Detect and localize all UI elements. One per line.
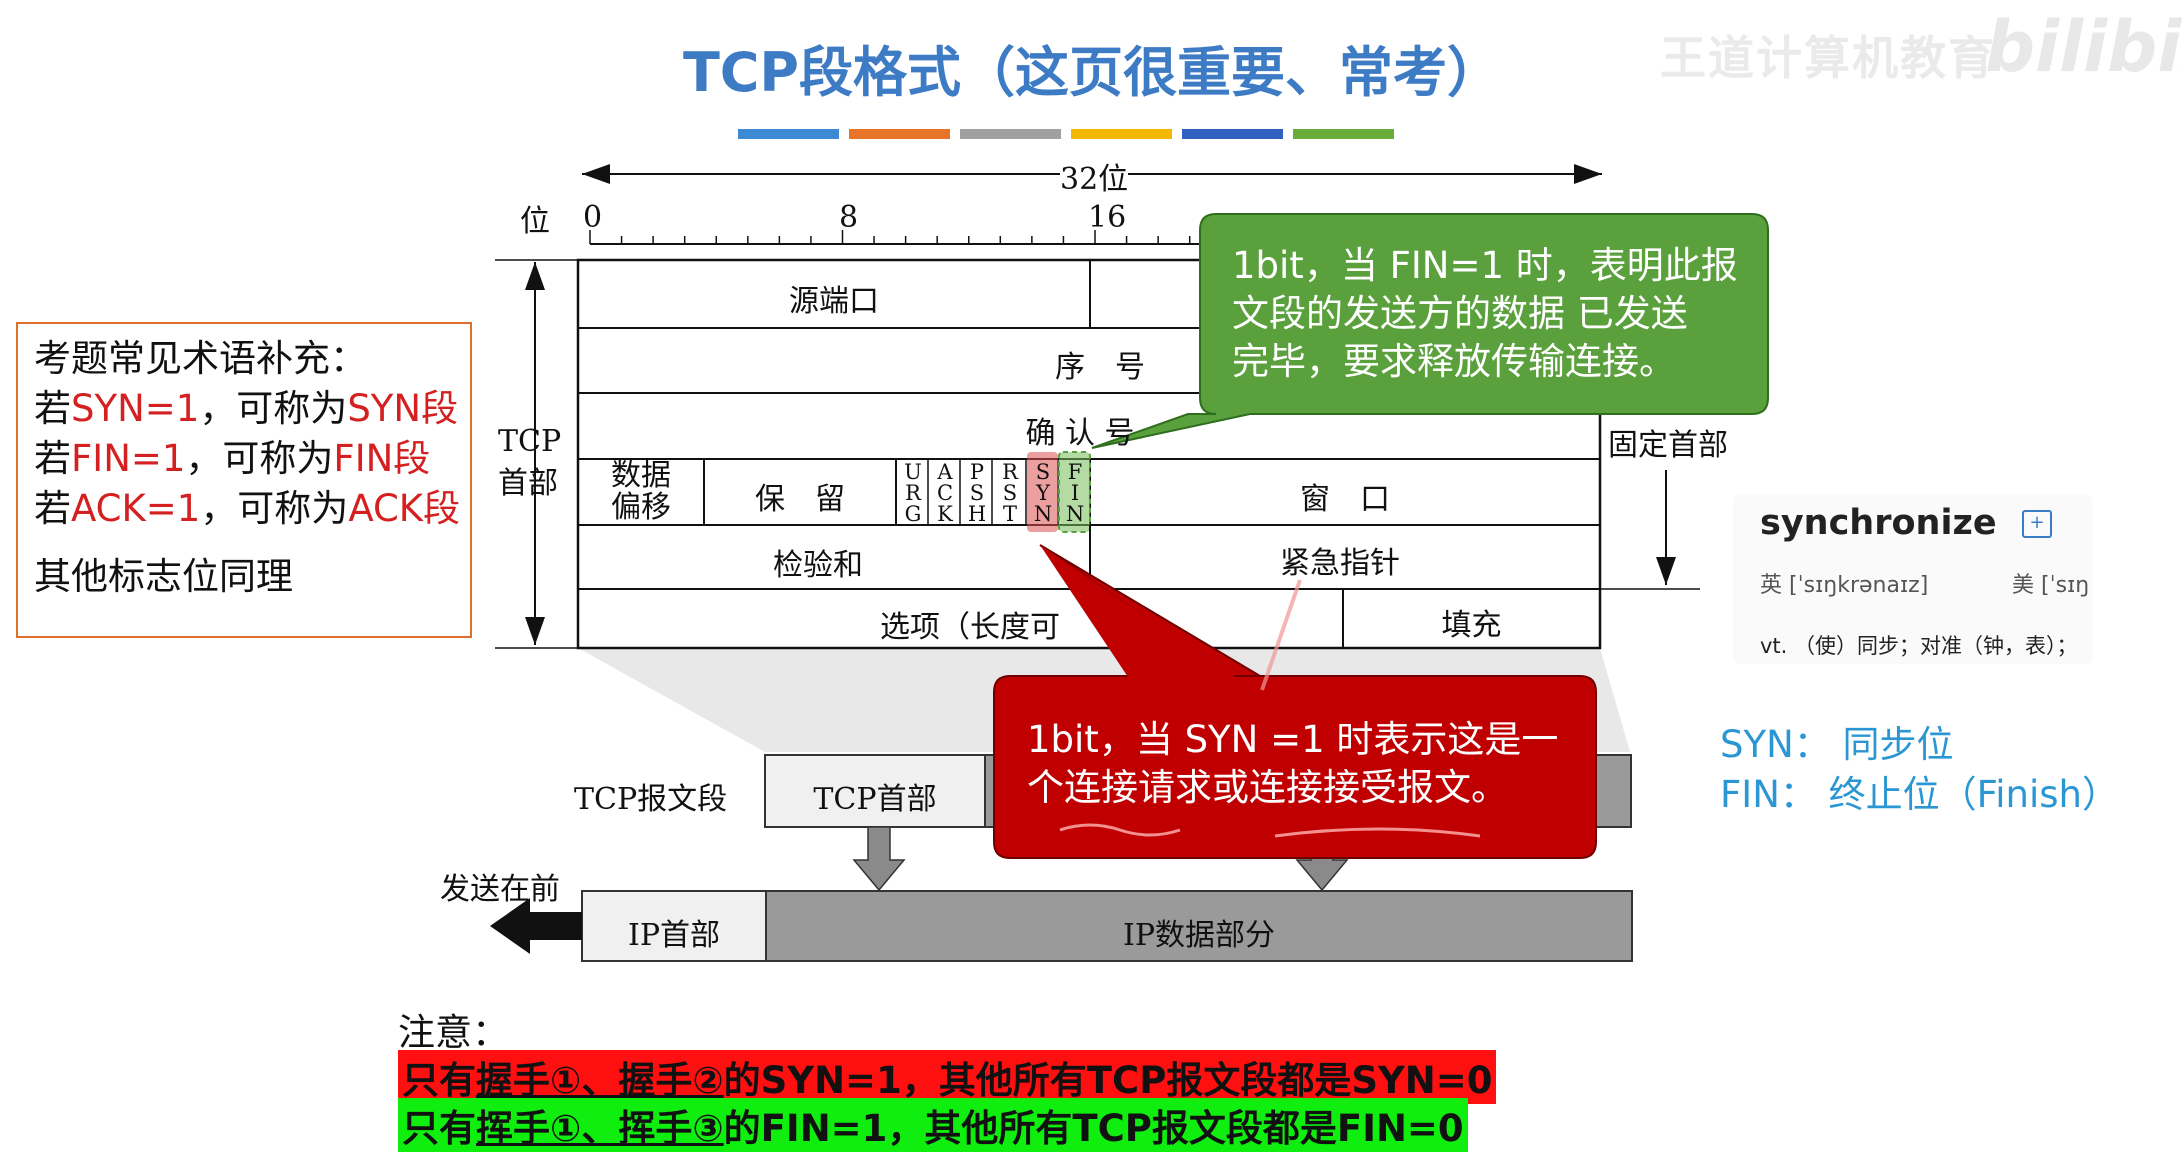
fixed-header-label: 固定首部 bbox=[1608, 428, 1728, 463]
data-offset-label: 数据 bbox=[611, 458, 671, 493]
note-title: 注意： bbox=[398, 1011, 509, 1054]
watermark: 王道计算机教育 bbox=[1660, 31, 1996, 85]
window-field: 窗 口 bbox=[1300, 482, 1390, 517]
ack-number-field: 确 认 号 bbox=[1025, 416, 1135, 451]
title-bar bbox=[1071, 129, 1172, 139]
wei-label: 位 bbox=[520, 204, 550, 239]
data-offset-label: 偏移 bbox=[611, 490, 671, 525]
fin-callout-line: 1bit，当 FIN=1 时，表明此报 bbox=[1232, 244, 1738, 287]
pen-mark bbox=[1260, 579, 1302, 691]
down-arrow bbox=[852, 826, 906, 892]
bits-label: 32位 bbox=[1060, 162, 1129, 197]
title-bar bbox=[1182, 129, 1283, 139]
ip-data-label: IP数据部分 bbox=[1122, 918, 1276, 953]
us-phonetic: 美 [ˈsɪŋ bbox=[2012, 573, 2090, 598]
pen-underline bbox=[1059, 823, 1181, 837]
tcp-header-cell bbox=[764, 754, 986, 828]
page-title: TCP段格式（这页很重要、常考） bbox=[682, 41, 1502, 104]
terminology-line: 若FIN=1，可称为FIN段 bbox=[34, 437, 431, 480]
checksum-field: 检验和 bbox=[773, 548, 863, 583]
syn-callout-line: 1bit，当 SYN =1 时表示这是一 bbox=[1027, 718, 1559, 761]
header-label: 首部 bbox=[498, 466, 558, 501]
tcp-segment-label: TCP报文段 bbox=[574, 782, 728, 817]
tcp-label: TCP bbox=[498, 424, 562, 459]
send-first-label: 发送在前 bbox=[440, 872, 560, 907]
terminology-box: 考题常见术语补充： 若SYN=1，可称为SYN段 若FIN=1，可称为FIN段 … bbox=[16, 322, 472, 638]
padding-field: 填充 bbox=[1441, 608, 1502, 643]
fin-callout-line: 文段的发送方的数据 已发送 bbox=[1232, 292, 1688, 335]
title-bar bbox=[1293, 129, 1394, 139]
urgent-pointer-field: 紧急指针 bbox=[1280, 546, 1400, 581]
options-field: 选项（长度可 bbox=[880, 610, 1060, 645]
dictionary-definition: vt. （使）同步；对准（钟，表）； bbox=[1760, 634, 2078, 658]
title-bar bbox=[738, 129, 839, 139]
ip-header-cell bbox=[581, 890, 767, 962]
reserved-field: 保 留 bbox=[755, 482, 845, 517]
syn-callout-line: 个连接请求或连接接受报文。 bbox=[1027, 766, 1508, 809]
terminology-line: 若ACK=1，可称为ACK段 bbox=[34, 487, 461, 530]
add-to-wordbook-icon[interactable]: + bbox=[2022, 510, 2052, 538]
fin-callout-line: 完毕，要求释放传输连接。 bbox=[1232, 340, 1676, 383]
fin-note: 只有挥手①、挥手③的FIN=1，其他所有TCP报文段都是FIN=0 bbox=[398, 1098, 1468, 1152]
flag-syn: S Y N bbox=[1033, 460, 1053, 526]
terminology-title: 考题常见术语补充： bbox=[34, 337, 367, 380]
fin-callout bbox=[1091, 213, 1769, 449]
pen-underline bbox=[1274, 827, 1481, 838]
data-offset-field: 数据 偏移 bbox=[578, 460, 704, 524]
syn-callout bbox=[993, 675, 1597, 859]
terminology-footer: 其他标志位同理 bbox=[34, 555, 293, 598]
flag-fin: F I N bbox=[1065, 460, 1085, 526]
fin-highlight bbox=[1058, 451, 1091, 533]
title-color-bars bbox=[738, 129, 1394, 139]
source-port-field: 源端口 bbox=[789, 284, 879, 319]
flag-urg: U R G bbox=[904, 460, 922, 526]
syn-callout-pointer bbox=[1040, 545, 1240, 680]
tick-label: 16 bbox=[1088, 200, 1127, 235]
dictionary-word: synchronize bbox=[1760, 503, 1997, 543]
dictionary-popup bbox=[1733, 494, 2093, 664]
tick-label: 8 bbox=[839, 200, 859, 235]
send-direction-arrow bbox=[490, 898, 582, 954]
syn-glossary: SYN： 同步位 bbox=[1720, 723, 1954, 766]
fin-glossary: FIN： 终止位（Finish） bbox=[1720, 773, 2119, 816]
terminology-line: 若SYN=1，可称为SYN段 bbox=[34, 387, 459, 430]
syn-highlight bbox=[1027, 452, 1058, 532]
sequence-number-field: 序 号 bbox=[1055, 350, 1145, 385]
tick-label: 0 bbox=[583, 200, 603, 235]
syn-note: 只有握手①、握手②的SYN=1，其他所有TCP报文段都是SYN=0 bbox=[398, 1050, 1497, 1104]
flag-rst: R S T bbox=[1002, 460, 1018, 526]
bilibili-logo: bilibili bbox=[1985, 6, 2184, 88]
uk-phonetic: 英 [ˈsɪŋkrənaɪz] bbox=[1760, 573, 1929, 598]
title-bar bbox=[849, 129, 950, 139]
ip-header-label: IP首部 bbox=[627, 918, 721, 953]
tcp-header-cell-label: TCP首部 bbox=[813, 782, 937, 817]
flag-ack: A C K bbox=[936, 460, 954, 526]
flag-psh: P S H bbox=[967, 460, 987, 526]
title-bar bbox=[960, 129, 1061, 139]
